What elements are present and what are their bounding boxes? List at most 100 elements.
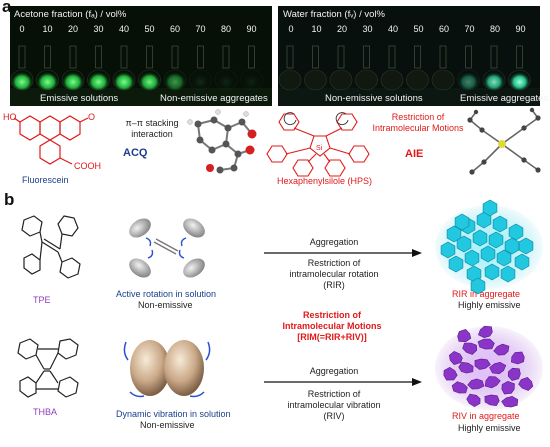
riv-blob-5 <box>443 366 458 381</box>
tpe-label: TPE <box>33 295 51 305</box>
right-vial-2 <box>329 45 353 91</box>
rir-hexagon-21 <box>470 277 486 295</box>
riv-blob-16 <box>484 394 500 407</box>
rir-hexagon-13 <box>464 249 480 267</box>
rir-hexagon-9 <box>488 231 504 249</box>
right-vial-0 <box>278 45 302 91</box>
left-tick-80: 80 <box>220 24 231 34</box>
rir-hexagon-20 <box>482 199 498 217</box>
rir-hexagon-19 <box>454 213 470 231</box>
right-tick-60: 60 <box>438 24 449 34</box>
fluorescein-ho: HO <box>3 112 17 122</box>
riv-blob-17 <box>501 395 519 408</box>
right-tick-0: 0 <box>288 24 294 34</box>
thba-state: Non-emissive <box>140 420 195 430</box>
left-tick-90: 90 <box>246 24 257 34</box>
riv-blob-15 <box>466 393 481 408</box>
arrow-bottom <box>264 378 422 386</box>
rir-hexagon-12 <box>448 255 464 273</box>
left-vial-6 <box>163 45 187 91</box>
left-tick-30: 30 <box>93 24 104 34</box>
riv-blob-8 <box>489 361 507 375</box>
riv-blob-18 <box>478 325 493 339</box>
rir-hexagon-3 <box>492 215 508 233</box>
rir-hexagon-17 <box>484 263 500 281</box>
rir-hexagon-5 <box>518 237 534 255</box>
fluorescein-cooh: COOH <box>74 161 101 171</box>
right-vial-1 <box>304 45 327 91</box>
left-caption-aggregates: Non-emissive aggregates <box>160 93 268 104</box>
aggregation-bottom: Aggregation <box>309 366 359 376</box>
left-vial-2 <box>61 45 85 91</box>
right-axis-label: Water fraction (fᵥ) / vol% <box>283 9 385 20</box>
tpe-state: Non-emissive <box>138 300 193 310</box>
right-vial-3 <box>355 45 378 91</box>
left-tick-40: 40 <box>118 24 129 34</box>
thba-structure <box>17 338 79 398</box>
thba-vibration-model <box>123 340 211 398</box>
left-axis-label: Acetone fraction (fₐ) / vol% <box>14 9 127 20</box>
riv-blob-14 <box>501 380 515 395</box>
rir-result: RIR in aggregate <box>452 289 521 299</box>
right-tick-40: 40 <box>387 24 398 34</box>
riv-blob-10 <box>518 377 534 391</box>
left-vial-0 <box>10 45 34 91</box>
rir-text: Restriction of intramolecular rotation (… <box>289 258 379 290</box>
left-vial-7 <box>189 45 212 91</box>
right-tick-30: 30 <box>362 24 373 34</box>
tpe-rotation-model <box>129 218 205 278</box>
right-vial-5 <box>406 45 429 91</box>
fluorescein-structure <box>13 115 89 165</box>
right-vial-4 <box>380 45 404 91</box>
left-tick-50: 50 <box>144 24 155 34</box>
left-vial-5 <box>138 45 161 91</box>
left-photo-vials <box>10 6 272 106</box>
panel-a-letter: a <box>2 0 12 16</box>
left-vial-3 <box>87 45 110 91</box>
riv-blob-6 <box>458 361 474 374</box>
hps-label: Hexaphenylsilole (HPS) <box>277 176 373 186</box>
rir-hexagon-7 <box>456 235 472 253</box>
rir-hexagon-2 <box>476 211 492 229</box>
right-caption-solutions: Non-emissive solutions <box>325 93 423 104</box>
aie-ball-stick-model <box>467 107 541 175</box>
left-caption-emissive: Emissive solutions <box>40 93 119 104</box>
left-photo <box>10 6 272 106</box>
aie-label: AIE <box>405 148 424 160</box>
si-atom-label: Si <box>316 145 323 152</box>
aggregation-top: Aggregation <box>309 237 359 247</box>
left-tick-10: 10 <box>42 24 53 34</box>
left-tick-20: 20 <box>67 24 78 34</box>
rir-aggregate <box>435 199 543 295</box>
riv-blob-7 <box>474 358 491 370</box>
riv-blob-1 <box>462 342 478 355</box>
riv-blob-9 <box>507 367 521 381</box>
rir-hexagon-4 <box>508 223 524 241</box>
riv-result: RIV in aggregate <box>452 411 520 421</box>
right-tick-20: 20 <box>336 24 347 34</box>
riv-blob-12 <box>467 378 485 390</box>
riv-aggregate <box>435 325 543 410</box>
rir-hexagon-15 <box>496 249 512 267</box>
rir-result-state: Highly emissive <box>458 300 521 310</box>
riv-blob-19 <box>457 329 472 343</box>
tpe-structure <box>21 215 81 279</box>
riv-blob-4 <box>510 351 525 365</box>
panel-b-letter: b <box>4 190 15 209</box>
right-vial-7 <box>457 45 480 91</box>
left-tick-70: 70 <box>195 24 206 34</box>
riv-result-state: Highly emissive <box>458 423 521 433</box>
left-vial-8 <box>214 45 238 91</box>
rir-hexagon-6 <box>440 241 456 259</box>
rir-hexagon-10 <box>504 237 520 255</box>
right-vial-9 <box>508 45 531 91</box>
rir-hexagon-14 <box>480 245 496 263</box>
stacking-label: π–π stacking interaction <box>125 118 179 139</box>
riv-blob-2 <box>477 338 495 350</box>
right-tick-70: 70 <box>464 24 475 34</box>
fluorescein-o: O <box>88 112 96 122</box>
left-vial-1 <box>36 45 59 91</box>
right-vial-8 <box>482 45 506 91</box>
